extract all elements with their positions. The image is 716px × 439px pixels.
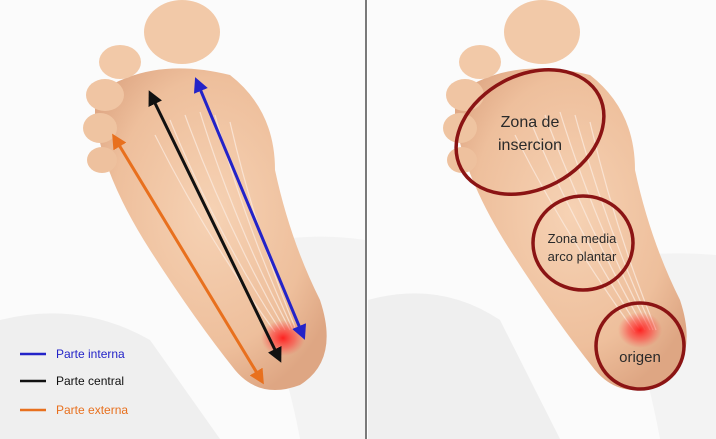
heel-pain-spot [618, 312, 662, 348]
legend-label-internal: Parte interna [56, 347, 125, 361]
left-panel: Parte interna Parte central Parte extern… [0, 0, 365, 439]
right-panel: Zona de insercion Zona media arco planta… [368, 0, 716, 439]
big-toe [504, 0, 580, 64]
middle-zone-label-line1: Zona media [548, 231, 617, 246]
big-toe [144, 0, 220, 64]
middle-zone-label-line2: arco plantar [548, 249, 617, 264]
toe-3 [446, 79, 484, 111]
legend-label-central: Parte central [56, 374, 124, 388]
toe-2 [459, 45, 501, 79]
origin-zone-label: origen [619, 349, 661, 366]
toe-5 [87, 147, 117, 173]
toe-4 [83, 113, 117, 143]
insertion-zone-label-line2: insercion [498, 137, 562, 154]
toe-3 [86, 79, 124, 111]
legend-label-external: Parte externa [56, 403, 128, 417]
toe-2 [99, 45, 141, 79]
insertion-zone-label-line1: Zona de [501, 114, 560, 131]
